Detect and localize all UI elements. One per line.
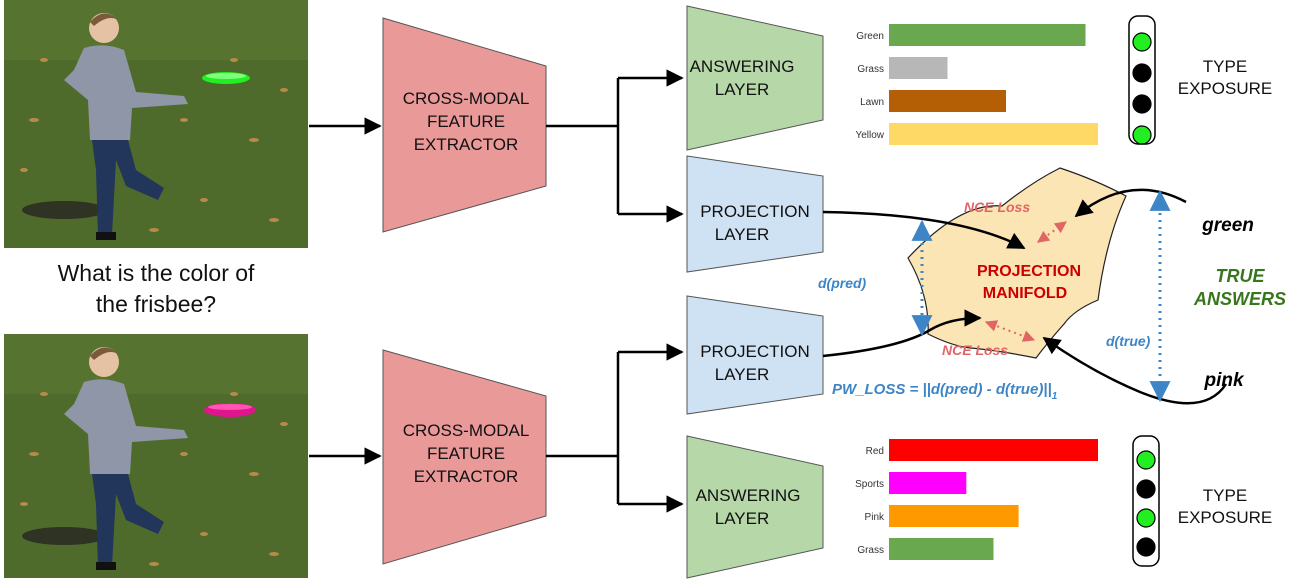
type-exposure-lamps-bottom [1136, 450, 1156, 557]
projection-top-line-1: PROJECTION [700, 202, 810, 221]
lamp-off [1136, 537, 1156, 557]
extractor-top-line-3: EXTRACTOR [414, 135, 519, 154]
bar-label-grass: Grass [857, 545, 884, 556]
extractor-bottom-line-3: EXTRACTOR [414, 467, 519, 486]
nce-loss-label-top: NCE Loss [964, 199, 1030, 215]
answering-bottom-line-1: ANSWERING [696, 486, 801, 505]
extractor-top-shape [382, 17, 547, 233]
extractor-top-line-1: CROSS-MODAL [403, 89, 530, 108]
arrow-projection-top-to-manifold [822, 210, 1026, 250]
photo-pink-frisbee [4, 334, 308, 578]
type-exposure-lamps-top [1132, 32, 1152, 145]
true-answer-pink: pink [1203, 370, 1244, 391]
d-true-label: d(true) [1106, 333, 1151, 349]
answering-layer-top-shape [686, 5, 824, 151]
bar-label-pink: Pink [865, 512, 885, 523]
bar-green [889, 24, 1086, 46]
d-pred-label: d(pred) [818, 275, 867, 291]
projection-manifold-shape [907, 167, 1127, 359]
answering-top-line-1: ANSWERING [690, 57, 795, 76]
lamp-on [1132, 125, 1152, 145]
type-exposure-top-line-1: TYPE [1203, 57, 1247, 76]
bar-yellow [889, 123, 1098, 145]
bar-grass [889, 57, 948, 79]
question-text: What is the color of the frisbee? [4, 258, 308, 320]
lamp-off [1132, 94, 1152, 114]
bar-grass [889, 538, 994, 560]
extractor-bottom-shape [382, 349, 547, 565]
bar-label-green: Green [856, 31, 884, 42]
photo-green-frisbee [4, 0, 308, 248]
projection-bottom-line-1: PROJECTION [700, 342, 810, 361]
projection-bottom-line-2: LAYER [715, 365, 770, 384]
branch-connectors [546, 78, 620, 504]
extractor-top-line-2: FEATURE [427, 112, 505, 131]
nce-loss-label-bottom: NCE Loss [942, 342, 1008, 358]
arrow-pink-to-manifold [1042, 336, 1228, 405]
question-line-1: What is the color of [57, 260, 255, 286]
answering-bottom-line-2: LAYER [715, 509, 770, 528]
true-answer-green: green [1201, 215, 1254, 236]
answering-top-line-2: LAYER [715, 80, 770, 99]
manifold-line-2: MANIFOLD [983, 285, 1067, 302]
bar-label-red: Red [866, 446, 884, 457]
bar-label-sports: Sports [855, 479, 884, 490]
type-exposure-bottom-line-1: TYPE [1203, 486, 1247, 505]
bar-pink [889, 505, 1019, 527]
bar-lawn [889, 90, 1006, 112]
arrow-green-to-manifold [1074, 188, 1187, 218]
type-exposure-bottom-line-2: EXPOSURE [1178, 508, 1272, 527]
lamp-off [1136, 479, 1156, 499]
pw-loss-text: PW_LOSS = ||d(pred) - d(true)|| [832, 381, 1052, 398]
manifold-line-1: PROJECTION [977, 263, 1081, 280]
bar-label-yellow: Yellow [855, 130, 884, 141]
true-answers-line-1: TRUE [1216, 266, 1266, 286]
photo-pink-frisbee-image [4, 334, 308, 578]
lamp-on [1136, 508, 1156, 528]
projection-layer-top-shape [686, 155, 824, 273]
projection-layer-bottom-shape [686, 295, 824, 415]
photo-green-frisbee-image [4, 0, 308, 248]
lamp-on [1132, 32, 1152, 52]
pw-loss-subscript: 1 [1052, 391, 1058, 402]
bar-sports [889, 472, 967, 494]
bar-label-grass: Grass [857, 64, 884, 75]
projection-top-line-2: LAYER [715, 225, 770, 244]
pw-loss-formula: PW_LOSS = ||d(pred) - d(true)||1 [832, 381, 1058, 402]
type-exposure-top-line-2: EXPOSURE [1178, 79, 1272, 98]
question-line-2: the frisbee? [95, 291, 217, 317]
true-answers-line-2: ANSWERS [1193, 289, 1286, 309]
nce-loss-arrow-bottom [984, 320, 1036, 342]
answering-layer-bottom-shape [686, 435, 824, 579]
extractor-bottom-line-1: CROSS-MODAL [403, 421, 530, 440]
bar-red [889, 439, 1098, 461]
bar-label-lawn: Lawn [860, 97, 884, 108]
type-exposure-indicator-bottom [1132, 435, 1160, 567]
lamp-off [1132, 63, 1152, 83]
lamp-on [1136, 450, 1156, 470]
extractor-bottom-line-2: FEATURE [427, 444, 505, 463]
